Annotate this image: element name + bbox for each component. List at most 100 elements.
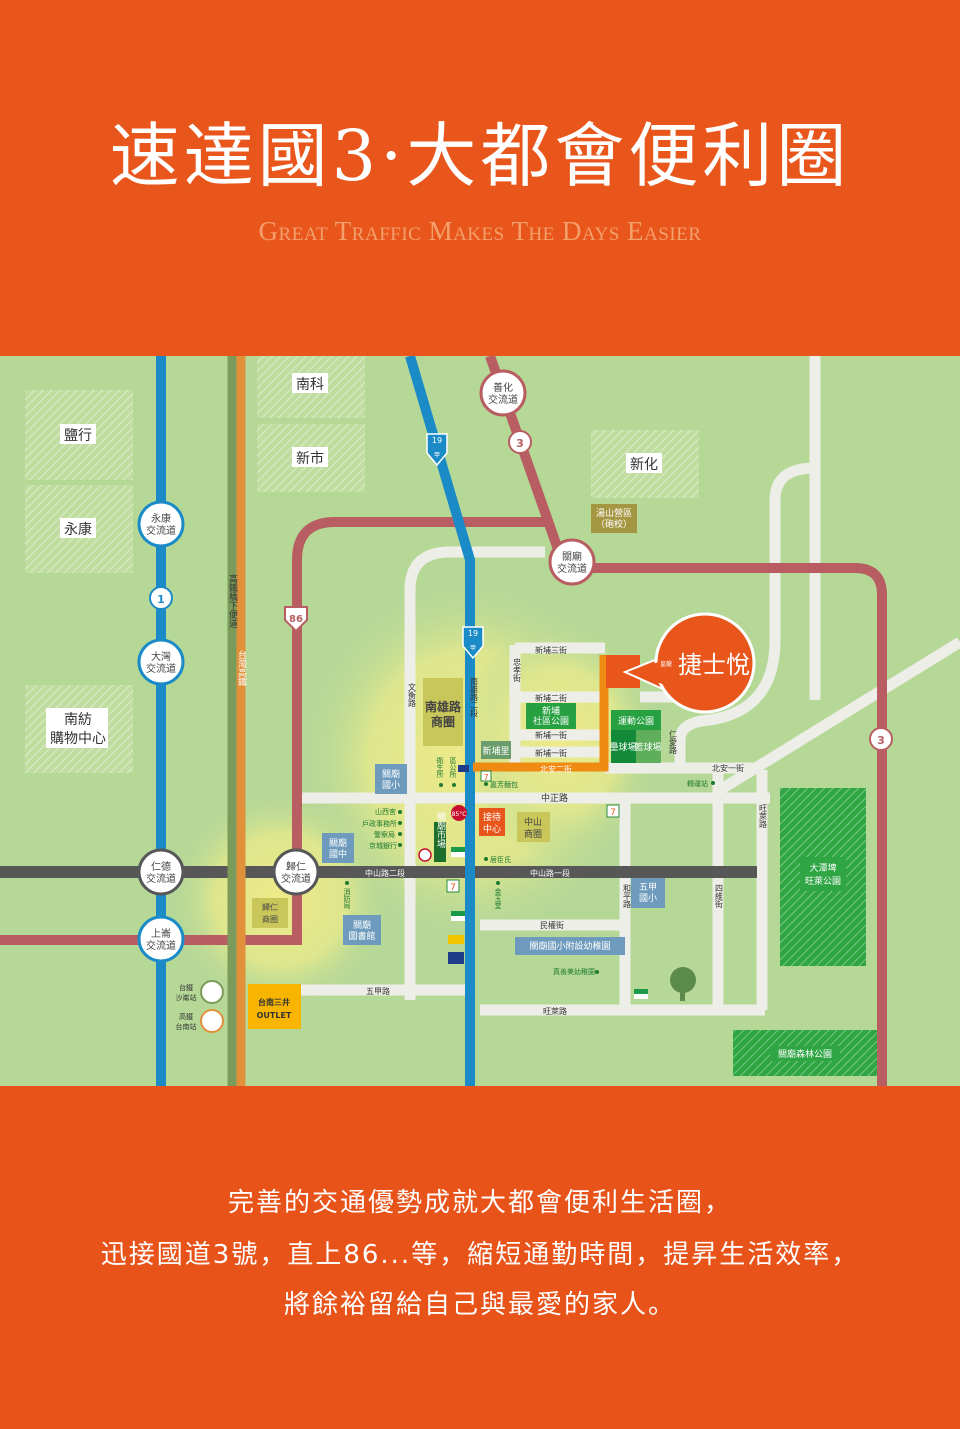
- svg-text:文衡路: 文衡路: [408, 682, 417, 707]
- seven-eleven-icon: 7: [606, 804, 620, 818]
- svg-text:警察局: 警察局: [374, 830, 395, 839]
- footer-line-2: 迅接國道3號，直上86...等，縮短通勤時間，提昇生活效率，: [100, 1240, 860, 1270]
- area-xinhua: 新化: [630, 457, 658, 473]
- svg-text:上崙: 上崙: [151, 928, 171, 940]
- svg-text:五甲路: 五甲路: [366, 986, 390, 996]
- svg-text:中正路: 中正路: [541, 792, 568, 804]
- svg-text:社區公園: 社區公園: [533, 715, 569, 727]
- svg-text:交流道: 交流道: [281, 872, 311, 885]
- svg-text:衛生所: 衛生所: [436, 756, 444, 779]
- svg-text:轉運站: 轉運站: [687, 779, 708, 788]
- datan-park-label-2: 旺萊公園: [805, 876, 841, 887]
- svg-text:南雄路二段: 南雄路二段: [470, 676, 479, 718]
- site-access-road: [473, 655, 609, 772]
- svg-text:戶政事務所: 戶政事務所: [362, 819, 397, 828]
- svg-text:山西宮: 山西宮: [375, 807, 396, 816]
- svg-text:7: 7: [450, 883, 456, 893]
- svg-text:關廟: 關廟: [562, 550, 582, 563]
- svg-text:中山路一段: 中山路一段: [530, 868, 570, 878]
- svg-text:中山路二段: 中山路二段: [365, 868, 405, 878]
- svg-text:高鐵: 高鐵: [179, 1012, 193, 1021]
- area-nanke: 南科: [296, 377, 324, 393]
- svg-text:OUTLET: OUTLET: [257, 1011, 292, 1020]
- footer: 完善的交通優勢成就大都會便利生活圈， 迅接國道3號，直上86...等，縮短通勤時…: [0, 1086, 960, 1429]
- svg-text:交流道: 交流道: [146, 872, 176, 885]
- hsr-station: 高鐵 台南站: [176, 1009, 224, 1033]
- svg-text:關廟: 關廟: [329, 837, 347, 849]
- location-map: 鹽行 永康 南紡購物中心 南科 新市 新化 大潭埤旺萊公園 關廟森林公園 南雄路…: [0, 354, 960, 1086]
- tra-station: 台鐵 沙崙站: [176, 980, 224, 1004]
- svg-text:四維街: 四維街: [715, 884, 724, 909]
- svg-text:民權街: 民權街: [540, 920, 564, 930]
- svg-text:居臣氏: 居臣氏: [490, 855, 511, 864]
- highway-19a-shield: 19 甲: [426, 433, 448, 467]
- svg-text:3: 3: [877, 734, 885, 747]
- svg-text:交流道: 交流道: [146, 524, 176, 537]
- site-prefix: 皇龍: [660, 660, 672, 668]
- svg-text:交流道: 交流道: [146, 662, 176, 675]
- svg-text:3: 3: [516, 437, 524, 450]
- svg-text:北安二街: 北安二街: [540, 764, 572, 774]
- svg-text:19: 19: [468, 629, 478, 638]
- svg-text:壘球場: 壘球場: [609, 741, 636, 753]
- svg-text:85°C: 85°C: [452, 811, 467, 818]
- svg-text:台灣高鐵: 台灣高鐵: [236, 649, 247, 687]
- svg-text:台南三井: 台南三井: [258, 997, 290, 1007]
- svg-text:1: 1: [157, 593, 165, 606]
- familymart-icon: [451, 847, 465, 857]
- svg-text:19: 19: [432, 436, 442, 445]
- svg-text:中心: 中心: [483, 823, 501, 835]
- svg-text:（砲校）: （砲校）: [596, 518, 632, 530]
- svg-text:國中: 國中: [329, 848, 347, 860]
- svg-text:消防局: 消防局: [343, 887, 351, 910]
- svg-text:商圈: 商圈: [524, 828, 542, 840]
- hilife-icon: [448, 935, 464, 944]
- svg-text:新埔里: 新埔里: [482, 745, 509, 757]
- svg-text:旺萊路: 旺萊路: [759, 804, 768, 828]
- area-yanhang: 鹽行: [64, 428, 92, 444]
- area-xinshi: 新市: [296, 450, 324, 467]
- svg-text:歸仁: 歸仁: [262, 902, 278, 912]
- svg-text:區公所: 區公所: [449, 757, 457, 779]
- area-nanfang: 南紡: [64, 712, 92, 728]
- seven-eleven-icon: 7: [446, 879, 460, 893]
- svg-text:北安一街: 北安一街: [712, 763, 744, 773]
- highway-19a-shield: 19 甲: [462, 626, 484, 660]
- tree-icon: [670, 967, 696, 1001]
- svg-text:運動公園: 運動公園: [618, 716, 654, 727]
- svg-text:仁愛路: 仁愛路: [669, 729, 678, 754]
- svg-text:歸仁: 歸仁: [286, 860, 306, 873]
- svg-text:關廟: 關廟: [353, 919, 371, 931]
- svg-text:南雄路: 南雄路: [425, 699, 462, 714]
- svg-text:高鐵橋下便道: 高鐵橋下便道: [227, 573, 238, 629]
- svg-text:關廟: 關廟: [382, 768, 400, 780]
- freeway-3-shield: 3: [508, 430, 532, 454]
- svg-text:圖書館: 圖書館: [348, 930, 375, 942]
- svg-text:甲: 甲: [470, 645, 476, 652]
- road-labels: 新埔三街 新埔二街 新埔一街 新埔一街 北安二街 北安一街 中正路 中山路二段 …: [227, 573, 768, 1016]
- header: 速達國3·大都會便利圈 Great Traffic Makes The Days…: [0, 0, 960, 356]
- svg-text:台鐵: 台鐵: [179, 983, 193, 992]
- svg-text:大灣: 大灣: [151, 650, 171, 663]
- page-title: 速達國3·大都會便利圈: [109, 115, 851, 197]
- svg-text:五甲: 五甲: [639, 882, 657, 893]
- svg-text:甲: 甲: [434, 452, 440, 459]
- svg-text:商圈: 商圈: [431, 714, 455, 729]
- seven-eleven-icons: 7 7 7: [446, 770, 620, 893]
- seven-eleven-icon: 7: [480, 770, 492, 782]
- svg-text:新埔一街: 新埔一街: [535, 730, 567, 740]
- svg-text:嘉芳麵包: 嘉芳麵包: [490, 780, 518, 789]
- highway-19a: [405, 354, 475, 1086]
- svg-text:金玉堂: 金玉堂: [494, 887, 502, 909]
- svg-text:商圈: 商圈: [262, 914, 278, 924]
- svg-text:新埔: 新埔: [542, 705, 560, 717]
- svg-text:86: 86: [289, 614, 303, 625]
- svg-text:交流道: 交流道: [557, 562, 587, 575]
- tra-logo-icon: [200, 980, 224, 1004]
